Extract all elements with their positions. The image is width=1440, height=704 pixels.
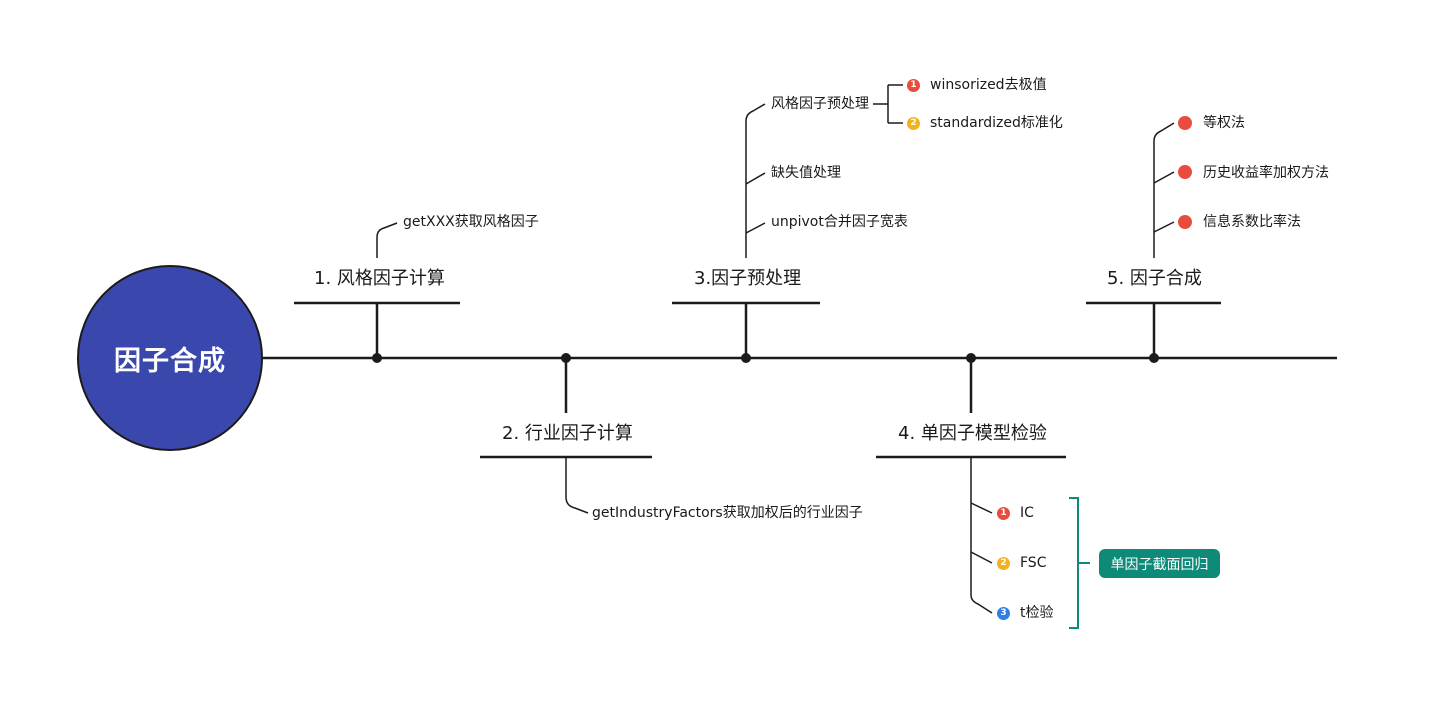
branch-2-child-connector xyxy=(565,457,589,514)
branch-3-child: 缺失值处理 xyxy=(771,165,841,181)
branch-1-child: getXXX获取风格因子 xyxy=(403,214,539,230)
spine-joint-dot xyxy=(966,353,976,363)
root-label: 因子合成 xyxy=(114,345,226,377)
summary-tag: 单因子截面回归 xyxy=(1099,549,1220,578)
branch-3-child-tick xyxy=(745,172,766,185)
marker-2-icon: 2 xyxy=(997,557,1010,570)
branch-2-child: getIndustryFactors获取加权后的行业因子 xyxy=(592,505,863,521)
branch-1-child-connector xyxy=(376,222,398,258)
branch-5-child-tick xyxy=(1153,171,1175,184)
branch-2-label: 2. 行业因子计算 xyxy=(502,423,633,444)
branch-3-label: 3.因子预处理 xyxy=(694,268,802,289)
branch-3-child: unpivot合并因子宽表 xyxy=(771,214,908,230)
branch-5-child-connector xyxy=(1153,122,1175,258)
marker-1-icon: 1 xyxy=(997,507,1010,520)
red-dot-icon xyxy=(1178,165,1192,179)
branch-3-sub-child: standardized标准化 xyxy=(930,115,1063,131)
branch-3-child-connector xyxy=(745,103,766,258)
branch-4-child: IC xyxy=(1020,505,1034,521)
marker-2-icon: 2 xyxy=(907,117,920,130)
branch-5-child: 历史收益率加权方法 xyxy=(1203,165,1329,181)
branch-4-label: 4. 单因子模型检验 xyxy=(898,423,1047,444)
branch-1-label: 1. 风格因子计算 xyxy=(314,268,445,289)
marker-1-icon: 1 xyxy=(907,79,920,92)
branch-4-child-connector xyxy=(970,457,993,614)
branch-3-child-tick xyxy=(745,222,766,234)
branch-5-child: 信息系数比率法 xyxy=(1203,214,1301,230)
branch-4-child-tick xyxy=(970,502,993,514)
spine-joint-dot xyxy=(561,353,571,363)
red-dot-icon xyxy=(1178,116,1192,130)
summary-bracket xyxy=(1069,497,1090,629)
spine-joint-dot xyxy=(372,353,382,363)
red-dot-icon xyxy=(1178,215,1192,229)
branch-4-child: t检验 xyxy=(1020,605,1054,621)
root-node: 因子合成 xyxy=(77,265,263,451)
branch-5-child-tick xyxy=(1153,221,1175,233)
branch-4-child: FSC xyxy=(1020,555,1047,571)
marker-3-icon: 3 xyxy=(997,607,1010,620)
branch-3-child: 风格因子预处理 xyxy=(771,96,869,112)
spine-joint-dot xyxy=(1149,353,1159,363)
spine-joint-dot xyxy=(741,353,751,363)
branch-5-child: 等权法 xyxy=(1203,115,1245,131)
branch-4-child-tick xyxy=(970,551,993,564)
branch-3-sub-child: winsorized去极值 xyxy=(930,77,1047,93)
branch-5-label: 5. 因子合成 xyxy=(1107,268,1202,289)
